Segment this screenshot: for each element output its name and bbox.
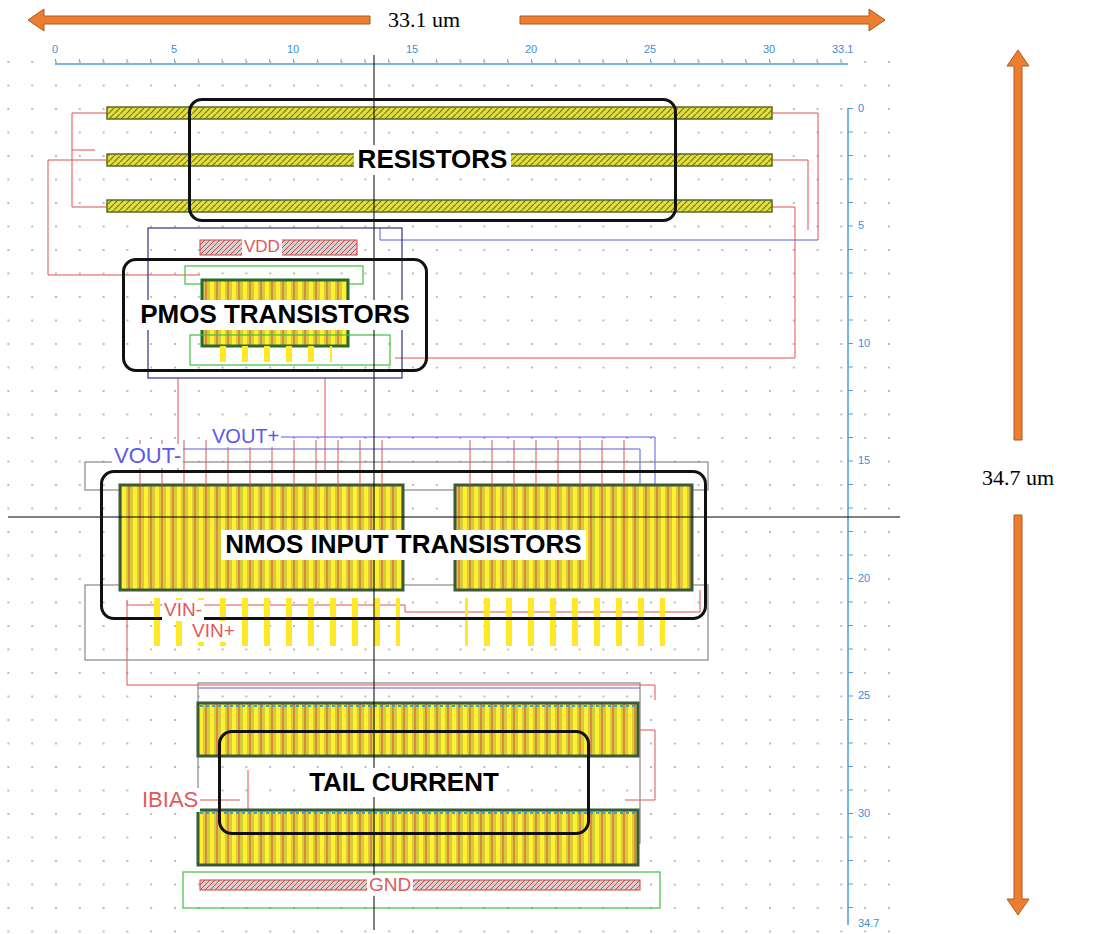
ruler-number: 0 [856, 102, 866, 114]
ruler-number: 34.7 [856, 917, 881, 929]
ruler-number: 20 [856, 572, 872, 584]
crosshair [374, 55, 375, 930]
group-label: RESISTORS [354, 145, 512, 175]
ruler-number: 20 [523, 43, 539, 55]
ruler-number: 33.1 [830, 43, 855, 55]
dimension-arrow [520, 9, 885, 31]
tail-group: TAIL CURRENT [218, 730, 590, 835]
pmos-group: PMOS TRANSISTORS [122, 258, 428, 372]
pin-name: VIN- [162, 600, 204, 621]
nmos-layout [85, 440, 708, 660]
tail-layout [183, 683, 660, 908]
dimension-label: 34.7 um [980, 466, 1056, 490]
nmos-group: NMOS INPUT TRANSISTORS [100, 470, 707, 620]
pin-name: GND [367, 875, 413, 896]
pin-name: VOUT- [112, 444, 183, 468]
pin-name: IBIAS [140, 788, 200, 812]
ruler-number: 10 [285, 43, 301, 55]
pin-name: VDD [242, 238, 282, 257]
dimension-label: 33.1 um [386, 8, 462, 32]
dimension-arrow [1007, 50, 1029, 440]
ruler-number: 15 [404, 43, 420, 55]
ruler-number: 10 [856, 337, 872, 349]
ruler-number: 5 [856, 219, 866, 231]
pin-name: VIN+ [190, 621, 237, 642]
group-label: NMOS INPUT TRANSISTORS [221, 530, 585, 560]
ruler-number: 25 [856, 689, 872, 701]
ruler-number: 25 [642, 43, 658, 55]
dimension-arrow [28, 9, 370, 31]
grid-dots [0, 55, 905, 934]
ruler-number: 5 [169, 43, 179, 55]
group-label: TAIL CURRENT [305, 768, 503, 798]
ruler-number: 30 [856, 807, 872, 819]
ruler-ticks [55, 59, 848, 64]
resistor-strips [107, 107, 772, 212]
dimension-arrow [1007, 515, 1029, 915]
pin-name: VOUT+ [210, 425, 281, 447]
crosshair [8, 517, 900, 518]
ruler-number: 30 [761, 43, 777, 55]
ruler-number: 0 [50, 43, 60, 55]
resistor-group: RESISTORS [188, 98, 677, 222]
ruler-number: 15 [856, 454, 872, 466]
group-label: PMOS TRANSISTORS [136, 300, 414, 330]
